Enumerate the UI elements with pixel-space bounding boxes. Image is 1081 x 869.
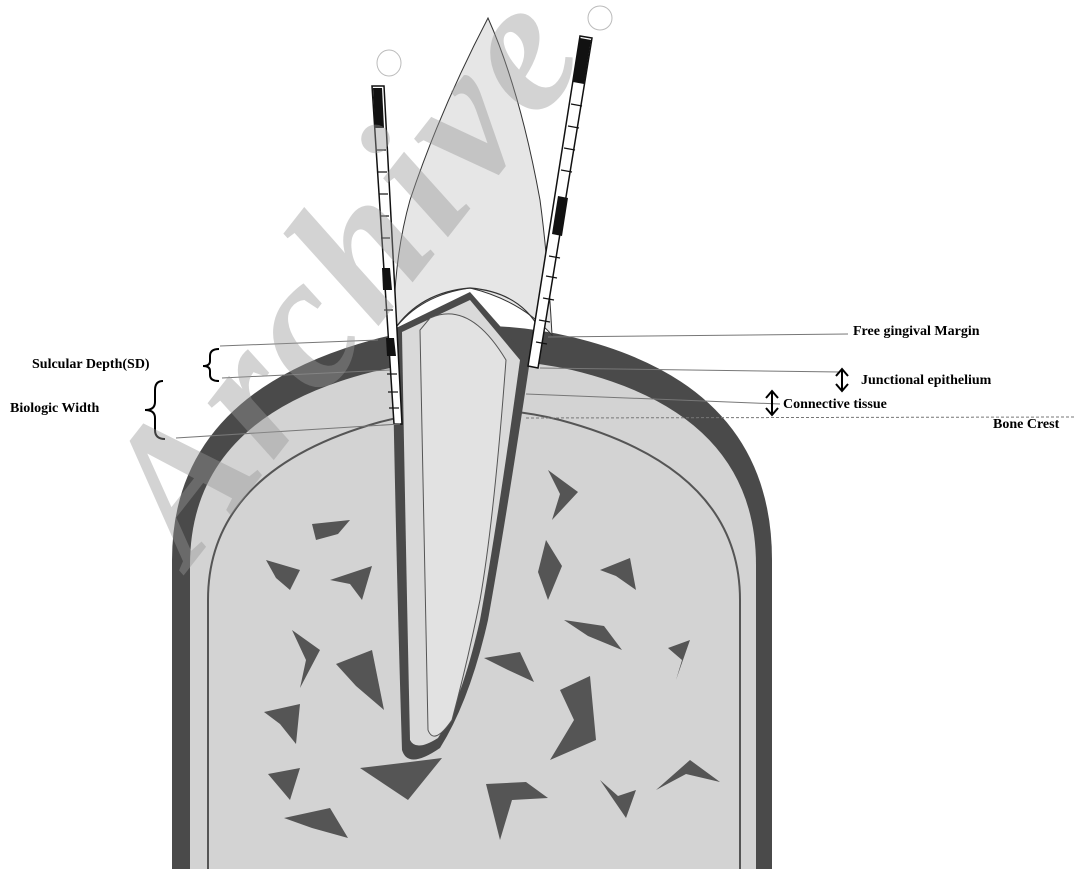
sulcular-depth-bracket	[203, 349, 219, 381]
brackets	[145, 349, 219, 439]
bone-crest-label: Bone Crest	[993, 418, 1059, 432]
connective-tissue-label: Connective tissue	[783, 398, 887, 412]
junctional-epithelium-label: Junctional epithelium	[861, 374, 991, 388]
biologic-width-label: Biologic Width	[10, 402, 99, 416]
free-gingival-margin-label: Free gingival Margin	[853, 325, 980, 339]
tooth-crown	[394, 18, 552, 335]
biologic-width-bracket	[145, 381, 165, 439]
connective-tissue-arrow	[766, 391, 778, 415]
right-probe	[528, 6, 612, 368]
sulcular-depth-label: Sulcular Depth(SD)	[32, 358, 150, 372]
free-gingival-margin-line	[220, 340, 378, 346]
